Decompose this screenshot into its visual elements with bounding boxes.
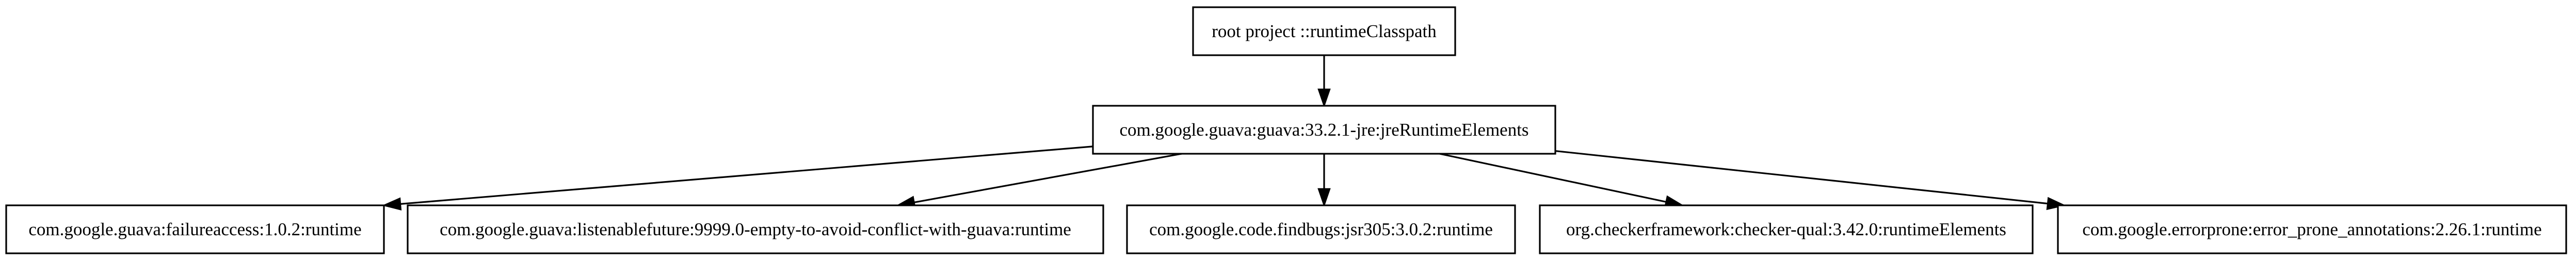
- node-label-root: root project ::runtimeClasspath: [1212, 21, 1437, 41]
- node-box-errorprone: [2057, 204, 2567, 254]
- node-failureaccess: com.google.guava:failureaccess:1.0.2:run…: [5, 204, 385, 254]
- node-listenablefuture: com.google.guava:listenablefuture:9999.0…: [407, 204, 1104, 254]
- edge-guava-to-checkerqual: [1439, 153, 1684, 208]
- node-label-guava: com.google.guava:guava:33.2.1-jre:jreRun…: [1119, 120, 1528, 140]
- edge-guava-to-listenablefuture: [896, 153, 1182, 209]
- edge-root-to-guava: [1317, 55, 1331, 108]
- node-label-errorprone: com.google.errorprone:error_prone_annota…: [2082, 219, 2541, 239]
- node-label-listenablefuture: com.google.guava:listenablefuture:9999.0…: [440, 219, 1071, 239]
- node-box-root: [1192, 6, 1456, 56]
- node-jsr305: com.google.code.findbugs:jsr305:3.0.2:ru…: [1126, 204, 1516, 254]
- edge-line: [400, 144, 1105, 205]
- edges-layer: [382, 55, 2066, 211]
- node-errorprone: com.google.errorprone:error_prone_annota…: [2057, 204, 2567, 254]
- edge-line: [914, 153, 1182, 203]
- node-box-checkerqual: [1539, 204, 2034, 254]
- node-label-failureaccess: com.google.guava:failureaccess:1.0.2:run…: [28, 219, 361, 239]
- edge-guava-to-jsr305: [1317, 154, 1331, 207]
- nodes-layer: root project ::runtimeClasspathcom.googl…: [5, 6, 2567, 254]
- node-checkerqual: org.checkerframework:checker-qual:3.42.0…: [1539, 204, 2034, 254]
- arrowhead-icon: [1317, 188, 1331, 207]
- arrowhead-icon: [2046, 197, 2066, 211]
- node-box-failureaccess: [5, 204, 385, 254]
- arrowhead-icon: [382, 197, 402, 211]
- node-box-listenablefuture: [407, 204, 1104, 254]
- node-box-jsr305: [1126, 204, 1516, 254]
- edge-line: [1439, 153, 1667, 203]
- edge-line: [1542, 149, 2048, 205]
- arrowhead-icon: [1317, 88, 1331, 108]
- node-label-checkerqual: org.checkerframework:checker-qual:3.42.0…: [1566, 219, 2006, 239]
- node-box-guava: [1092, 105, 1556, 155]
- node-guava: com.google.guava:guava:33.2.1-jre:jreRun…: [1092, 105, 1556, 155]
- edge-guava-to-errorprone: [1542, 149, 2066, 211]
- edge-guava-to-failureaccess: [382, 144, 1105, 211]
- node-label-jsr305: com.google.code.findbugs:jsr305:3.0.2:ru…: [1149, 219, 1493, 239]
- node-root: root project ::runtimeClasspath: [1192, 6, 1456, 56]
